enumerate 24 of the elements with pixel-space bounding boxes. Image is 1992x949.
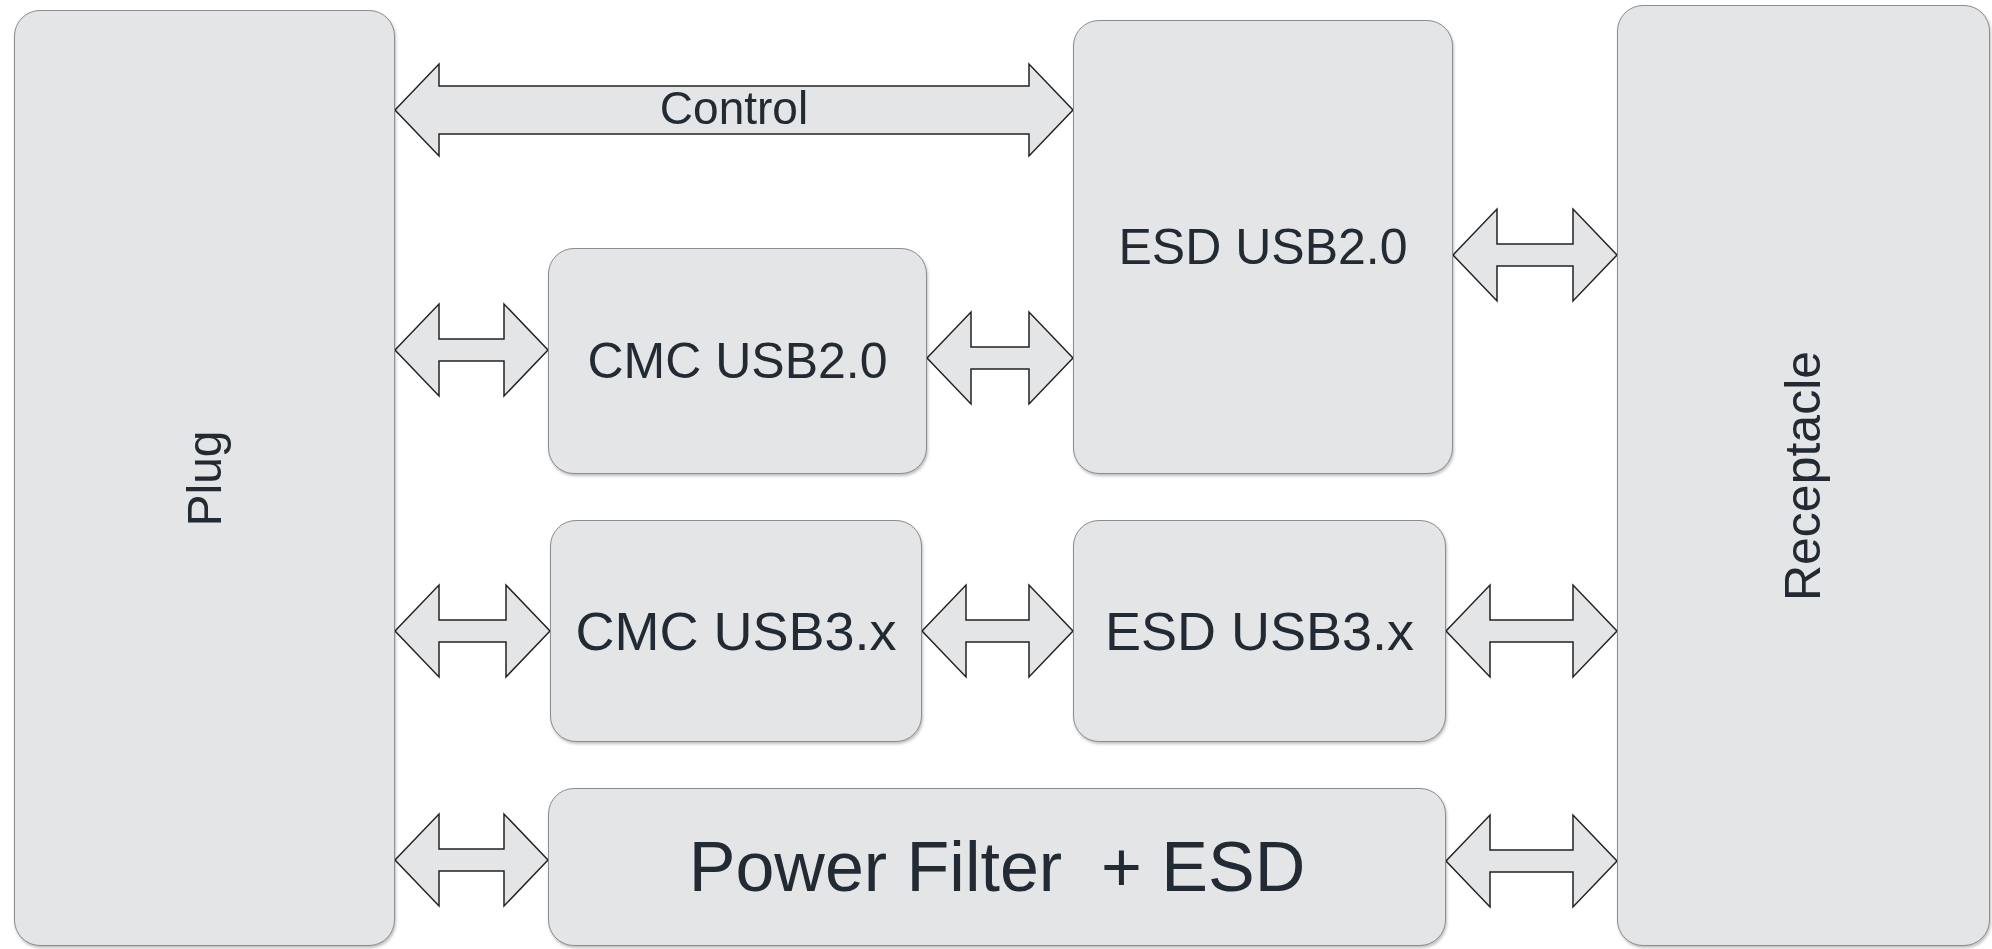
block-box bbox=[548, 788, 1446, 946]
double-arrow bbox=[1451, 207, 1619, 303]
double-arrow bbox=[393, 302, 550, 398]
double-arrow bbox=[1444, 583, 1619, 679]
block-label: ESD USB3.x bbox=[1104, 600, 1415, 662]
block-box bbox=[1073, 520, 1446, 742]
block-label: Receptacle bbox=[1774, 350, 1833, 601]
block-box bbox=[14, 10, 395, 946]
double-arrow bbox=[393, 62, 1075, 158]
block-label: CMC USB3.x bbox=[575, 600, 897, 662]
block-box bbox=[548, 248, 927, 474]
block-label: Plug bbox=[177, 429, 232, 527]
double-arrow bbox=[393, 583, 552, 679]
double-arrow bbox=[925, 310, 1075, 406]
block-box bbox=[550, 520, 922, 742]
double-arrow bbox=[1444, 813, 1619, 909]
double-arrow bbox=[393, 812, 550, 908]
block-label: CMC USB2.0 bbox=[587, 332, 888, 390]
block-label: ESD USB2.0 bbox=[1118, 218, 1408, 276]
edge-label: Control bbox=[659, 81, 809, 135]
block-label: Power Filter + ESD bbox=[688, 827, 1306, 907]
block-box bbox=[1073, 20, 1453, 474]
double-arrow bbox=[920, 583, 1075, 679]
block-box bbox=[1617, 5, 1990, 946]
